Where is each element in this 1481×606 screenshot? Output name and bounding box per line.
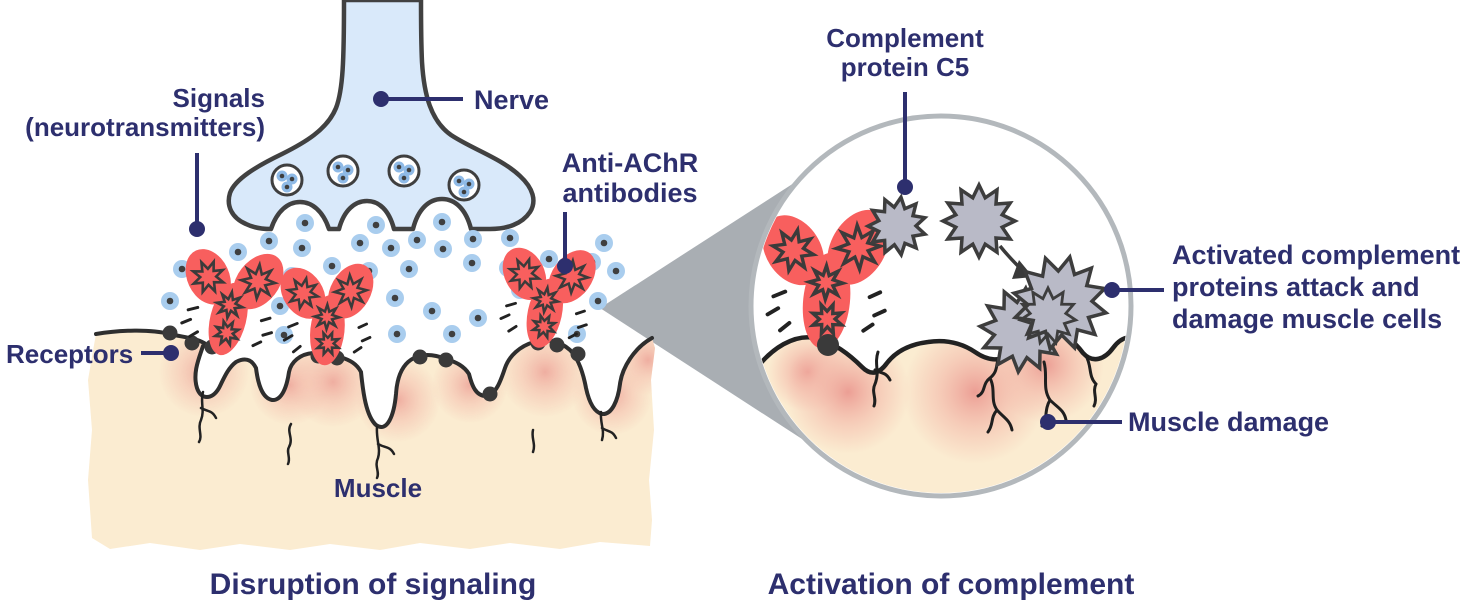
anti-achr-label-line2: antibodies: [562, 178, 698, 209]
damage-blush: [356, 358, 440, 442]
receptor-dot: [570, 346, 586, 362]
damage-crack: [872, 350, 892, 408]
receptor-dot: [438, 352, 454, 368]
synaptic-vesicle: [326, 154, 360, 188]
receptor-dot: [549, 337, 565, 353]
neurotransmitter-dot: [161, 292, 179, 310]
activated-complement-inner-outline: [1017, 284, 1079, 347]
complement-protein-c5: [864, 193, 929, 259]
synaptic-vesicle: [447, 168, 481, 202]
neurotransmitter-dot: [443, 325, 461, 343]
neurotransmitter-dot: [323, 257, 341, 275]
activated-complement-label: Activated complement proteins attack and…: [1172, 240, 1460, 336]
pointer-signals-dot: [189, 221, 205, 237]
neurotransmitter-dot: [386, 289, 404, 307]
pointer-signals: [189, 153, 205, 237]
muscle-damage-label: Muscle damage: [1128, 407, 1330, 437]
neurotransmitter-dot: [589, 292, 607, 310]
neurotransmitter-dot: [260, 232, 278, 250]
pointer-complement-c5: [897, 92, 913, 195]
muscle-label: Muscle: [333, 473, 423, 503]
neurotransmitter-dot: [275, 326, 293, 344]
signals-label: Signals (neurotransmitters): [25, 83, 265, 143]
pointer-muscle-damage-dot: [1040, 414, 1056, 430]
activated-complement-label-line2: proteins attack and: [1172, 271, 1420, 302]
pointer-receptors-dot: [163, 345, 179, 361]
complement-protein-c5: [938, 180, 1020, 262]
receptor-dot: [482, 386, 498, 402]
neurotransmitter-dot: [382, 239, 400, 257]
activated-complement-label-line3: damage muscle cells: [1172, 303, 1443, 334]
neurotransmitter-dot: [408, 231, 426, 249]
muscle-membrane-magnified: [754, 330, 1128, 383]
damage-crack: [1084, 354, 1098, 408]
damage-crack: [197, 390, 218, 444]
nerve-label: Nerve: [474, 85, 550, 115]
damage-crack: [375, 425, 396, 480]
neurotransmitter-dot: [296, 214, 314, 232]
muscle-membrane: [94, 328, 654, 429]
signals-label-line1: Signals: [172, 83, 265, 113]
anti-achr-label-line1: Anti-AChR: [561, 148, 699, 178]
anti-achr-label: Anti-AChR antibodies: [556, 148, 704, 208]
neurotransmitter-dot: [367, 216, 385, 234]
damage-crack: [286, 422, 293, 466]
neurotransmitter-dot: [434, 240, 452, 258]
synaptic-vesicle: [387, 154, 421, 188]
neurotransmitter-dot: [400, 260, 418, 278]
pointer-activated-complement: [1104, 282, 1164, 298]
complement-c5-label-line1: Complement: [826, 23, 984, 53]
synaptic-vesicle: [270, 163, 304, 197]
receptor-dot: [412, 349, 428, 365]
pointer-muscle-damage: [1040, 414, 1122, 430]
pointer-anti-achr: [557, 212, 573, 274]
pointer-nerve: [373, 91, 463, 107]
neurotransmitter-dot: [464, 230, 482, 248]
neurotransmitter-dot: [293, 239, 311, 257]
pointer-anti-achr-dot: [557, 258, 573, 274]
receptor-dot: [162, 325, 178, 341]
signals-label-line2: (neurotransmitters): [25, 112, 265, 143]
neurotransmitter-dot: [607, 262, 625, 280]
neurotransmitter-dot: [595, 234, 613, 252]
pointer-complement-c5-dot: [897, 179, 913, 195]
right-caption: Activation of complement: [767, 568, 1135, 601]
damage-crack: [599, 410, 618, 442]
receptors-label: Receptors: [6, 339, 134, 369]
pointer-receptors: [141, 345, 179, 361]
neurotransmitter-dot: [351, 234, 369, 252]
receptor-dot-magnified: [817, 334, 839, 356]
activated-complement-label-line1: Activated complement: [1172, 240, 1461, 270]
pointer-nerve-dot: [373, 91, 389, 107]
neurotransmitter-dot: [423, 302, 441, 320]
neurotransmitter-dot: [463, 254, 481, 272]
neurotransmitter-dot: [540, 250, 558, 268]
damage-crack: [531, 428, 536, 454]
pointer-activated-complement-dot: [1104, 282, 1120, 298]
neurotransmitter-dot: [501, 229, 519, 247]
left-caption: Disruption of signaling: [209, 568, 537, 601]
neurotransmitter-dot: [433, 213, 451, 231]
pointer-lines: [141, 91, 1164, 430]
complement-c5-label: Complement protein C5: [795, 23, 1015, 83]
neurotransmitter-dot: [229, 243, 247, 261]
antibody-icon: [481, 229, 610, 358]
complement-c5-label-line2: protein C5: [840, 52, 970, 83]
neurotransmitter-dot: [469, 309, 487, 327]
receptor-dot: [184, 335, 200, 351]
neurotransmitter-dot: [271, 297, 289, 315]
neurotransmitter-dot: [388, 325, 406, 343]
